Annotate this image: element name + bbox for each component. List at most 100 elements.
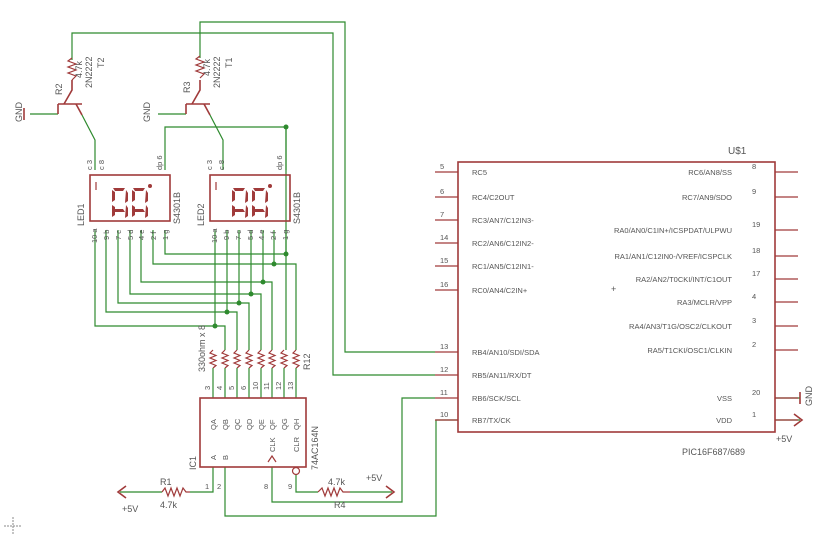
t1-collector [191, 80, 201, 105]
u1-pin-label: RA5/T1CKI/OSC1/CLKIN [647, 346, 732, 355]
r1-vcc: +5V [122, 504, 138, 514]
u1-pin-label: RB5/AN11/RX/DT [472, 371, 532, 380]
u1-pin-label: RA0/AN0/C1IN+/ICSPDAT/ULPWU [614, 226, 732, 235]
junction-dot [236, 300, 242, 306]
u1-pin-label: VDD [716, 416, 732, 425]
junction-dot [283, 251, 289, 257]
led-display-1[interactable]: c 3 c 8 dp 6 LED1 S4301B 10 a 9 b 7 c 5 … [76, 155, 182, 243]
ic1-name: IC1 [188, 456, 198, 470]
ic1-pin-9: 9 [288, 482, 292, 491]
ic1-input-b: B [221, 455, 230, 460]
t2-name-label: T2 [96, 57, 106, 68]
u1-pin-label: RC2/AN6/C12IN2- [472, 239, 534, 248]
resistor-icon [244, 349, 254, 369]
led1-pin-d: 5 d [126, 230, 135, 240]
led2-part: S4301B [292, 192, 302, 224]
ic1-output-pin-number: 4 [215, 386, 224, 390]
ic1-output-pin-number: 3 [203, 386, 212, 390]
transistor-t1[interactable]: GND 2N2222 T1 [142, 56, 234, 122]
ic1-output-pin-number: 12 [274, 382, 283, 390]
t1-part-label: 2N2222 [212, 56, 222, 88]
resistor-r1[interactable]: R1 4.7k +5V [116, 477, 190, 514]
resistor-array-ref: R12 [302, 353, 312, 370]
r1-name: R1 [160, 477, 172, 487]
u1-pin-label: RC0/AN4/C2IN+ [472, 286, 528, 295]
u1-pin-number: 10 [440, 410, 448, 419]
wire-seg-e [140, 230, 273, 350]
u1-pin-number: 14 [440, 233, 448, 242]
resistor-icon [232, 349, 242, 369]
u1-part: PIC16F687/689 [682, 447, 745, 457]
led2-body [209, 174, 291, 222]
ic1-output-label: QB [221, 419, 230, 430]
t2-emitter [75, 103, 83, 116]
origin-marker-icon [4, 517, 22, 535]
resistor-icon [220, 349, 230, 369]
resistor-r4[interactable]: 4.7k R4 +5V [317, 473, 396, 510]
u1-body [457, 161, 776, 433]
ic1-pin-2: 2 [217, 482, 221, 491]
u1-pin-number: 12 [440, 365, 448, 374]
resistor-r2[interactable]: R2 4.7k [54, 57, 84, 95]
led2-pin-g: 1 g [281, 230, 290, 240]
led1-part: S4301B [172, 192, 182, 224]
u1-pin-label: RC7/AN9/SDO [682, 193, 732, 202]
resistor-icon [161, 486, 190, 498]
wire-t2-led1 [81, 114, 96, 170]
r1-value: 4.7k [160, 500, 178, 510]
r4-name: R4 [334, 500, 346, 510]
u1-pin-label: RA4/AN3/T1G/OSC2/CLKOUT [629, 322, 732, 331]
u1-pin-number: 15 [440, 256, 448, 265]
ic1-output-label: QC [233, 418, 242, 430]
u1-pin-number: 18 [752, 246, 760, 255]
led2-pin-dp: dp 6 [275, 155, 284, 170]
wires [30, 21, 800, 517]
wire-t1-rb4 [199, 21, 435, 353]
u1-pin-label: RA1/AN1/C12IN0-/VREF/ICSPCLK [614, 252, 732, 261]
origin-cross-icon: + [611, 284, 616, 294]
t1-emitter [203, 103, 211, 116]
led1-pin-c8: c 8 [97, 160, 106, 170]
ic1-output-pin-number: 11 [262, 382, 271, 390]
u1-pin-number: 20 [752, 388, 760, 397]
led2-name: LED2 [196, 203, 206, 226]
led1-pin-e: 4 e [137, 230, 146, 240]
led1-pin-f: 2 f [149, 231, 158, 240]
t2-collector [63, 80, 73, 105]
led1-pin-dp: dp 6 [155, 155, 164, 170]
led1-body [89, 174, 171, 222]
u1-pin-label: RB6/SCK/SCL [472, 394, 521, 403]
u1-pin-label: VSS [717, 394, 732, 403]
led2-pin-c: 7 c [234, 230, 243, 240]
led-display-2[interactable]: c 3 c 8 dp 6 LED2 S4301B 10 a 9 b 7 c 5 … [196, 155, 302, 243]
u1-pin-label: RA2/AN2/T0CKI/INT/C1OUT [636, 275, 733, 284]
arrow-icon [385, 485, 396, 499]
led2-pin-b: 9 b [222, 230, 231, 240]
clock-triangle-icon [267, 454, 277, 463]
resistor-r3[interactable]: R3 4.7k [182, 55, 212, 93]
r4-vcc: +5V [366, 473, 382, 483]
inverter-bubble-icon [291, 466, 301, 476]
u1-pin-number: 2 [752, 340, 756, 349]
decimal-point-icon [148, 184, 152, 188]
digit-segment-icon [132, 188, 148, 218]
arrow-icon [793, 413, 804, 427]
led2-pin-d: 5 d [246, 230, 255, 240]
r3-name: R3 [182, 81, 192, 93]
ic1-body [199, 397, 307, 468]
u1-vcc-label: +5V [776, 434, 792, 444]
ic1-pin-1: 1 [205, 482, 209, 491]
u1-pin-label: RC4/C2OUT [472, 193, 515, 202]
u1-pin-number: 7 [440, 210, 444, 219]
arrow-icon [116, 485, 127, 499]
resistor-icon [208, 349, 218, 369]
transistor-t2[interactable]: GND 2N2222 T2 [14, 56, 106, 122]
u1-pin-number: 13 [440, 342, 448, 351]
ic1-pin-8: 8 [264, 482, 268, 491]
wire-ic1-b [224, 420, 437, 517]
resistor-array[interactable]: 330ohm x 8 R12 [197, 325, 312, 372]
resistor-icon [267, 349, 277, 369]
microcontroller-u1[interactable]: U$1 PIC16F687/689 5RC56RC4/C2OUT7RC3/AN7… [435, 146, 798, 457]
